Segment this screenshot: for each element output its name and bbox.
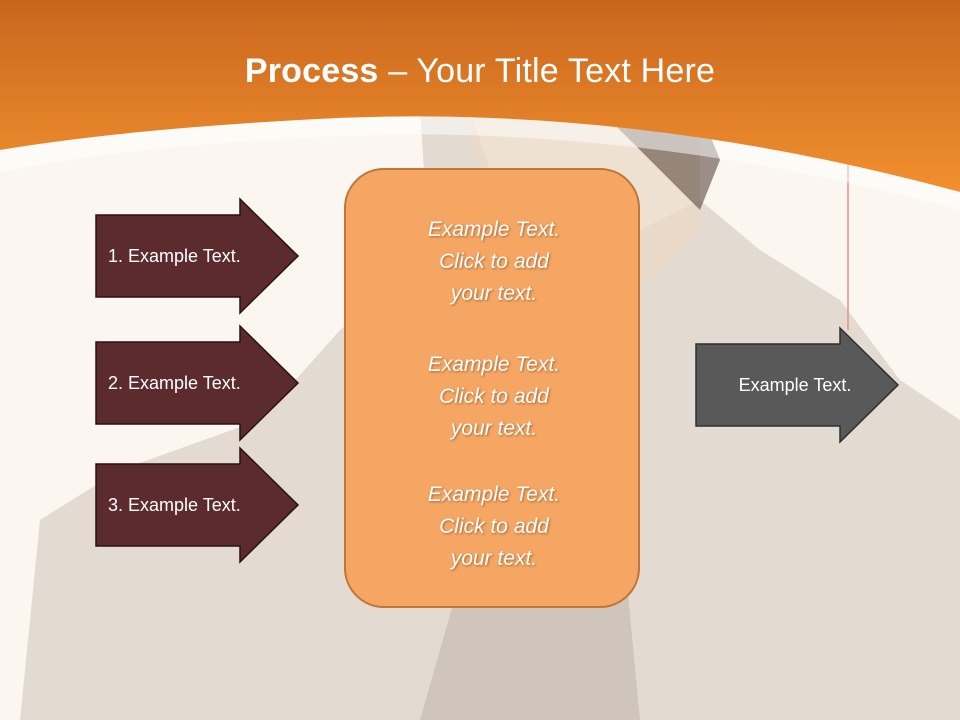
step-arrow-label: 2. Example Text. xyxy=(108,372,241,393)
center-paragraph-3: Example Text. Click to add your text. xyxy=(427,483,561,570)
center-paragraph-2: Example Text. Click to add your text. xyxy=(427,353,561,440)
result-arrow-label: Example Text. xyxy=(738,374,852,395)
step-arrow-label: 1. Example Text. xyxy=(108,245,241,266)
result-arrow[interactable]: Example Text. xyxy=(695,326,900,444)
step-arrow-2[interactable]: 2. Example Text. xyxy=(95,324,300,442)
step-arrow-label: 3. Example Text. xyxy=(108,494,241,515)
slide-title[interactable]: Process – Your Title Text Here xyxy=(0,52,960,91)
center-paragraph-1: Example Text. Click to add your text. xyxy=(427,218,561,305)
title-bold: Process xyxy=(244,52,379,90)
step-arrow-1[interactable]: 1. Example Text. xyxy=(95,197,300,315)
arrow-shape xyxy=(695,326,900,444)
arrow-shape xyxy=(95,446,300,564)
title-rest: – Your Title Text Here xyxy=(378,52,716,90)
arrow-shape xyxy=(95,197,300,315)
center-text-box[interactable]: Example Text. Click to add your text. Ex… xyxy=(344,168,640,608)
arrow-shape xyxy=(95,324,300,442)
step-arrow-3[interactable]: 3. Example Text. xyxy=(95,446,300,564)
